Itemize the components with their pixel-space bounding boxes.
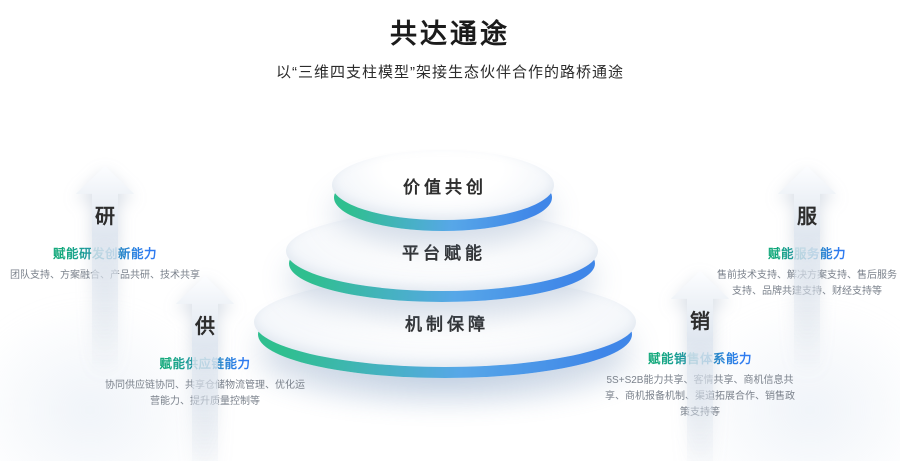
pillar-character: 供 [195, 316, 215, 338]
tier-label: 平台赋能 [402, 243, 486, 263]
arrow-tail-decoration [687, 336, 713, 461]
pillar-character: 研 [95, 206, 115, 228]
pillar-service: 服 赋能服务能力 售前技术支持、解决方案支持、售后服务支持、品牌共建支持、财经支… [714, 166, 900, 397]
pillar-character: 服 [797, 206, 817, 228]
pillar-research: 研 赋能研发创新能力 团队支持、方案融合、产品共研、技术共享 [6, 166, 204, 397]
up-arrow-icon: 供 [174, 276, 236, 461]
arrow-tail-decoration [192, 341, 218, 461]
up-arrow-shape: 供 [175, 276, 235, 344]
up-arrow-shape: 销 [670, 271, 730, 339]
tier-surface: 价值共创 [332, 150, 554, 220]
up-arrow-icon: 研 [74, 166, 136, 397]
page-title: 共达通途 [390, 19, 510, 49]
page-subtitle: 以“三维四支柱模型”架接生态伙伴合作的路桥通途 [276, 64, 624, 81]
pyramid-tier-platform: 平台赋能 [286, 211, 598, 302]
tier-label: 价值共创 [403, 177, 487, 197]
arrow-tail-decoration [794, 231, 820, 397]
pillar-supply: 供 赋能供应链能力 协同供应链协同、共享仓储物流管理、优化运营能力、提升质量控制… [102, 276, 308, 461]
arrow-tail-decoration [92, 231, 118, 397]
up-arrow-icon: 服 [776, 166, 838, 397]
pyramid-tier-value: 价值共创 [332, 150, 554, 231]
up-arrow-shape: 服 [777, 166, 837, 234]
up-arrow-icon: 销 [669, 271, 731, 461]
up-arrow-shape: 研 [75, 166, 135, 234]
pillar-sales: 销 赋能销售体系能力 5S+S2B能力共享、客情共享、商机信息共享、商机报备机制… [604, 271, 796, 461]
pillar-character: 销 [690, 311, 710, 333]
tier-label: 机制保障 [405, 314, 489, 334]
